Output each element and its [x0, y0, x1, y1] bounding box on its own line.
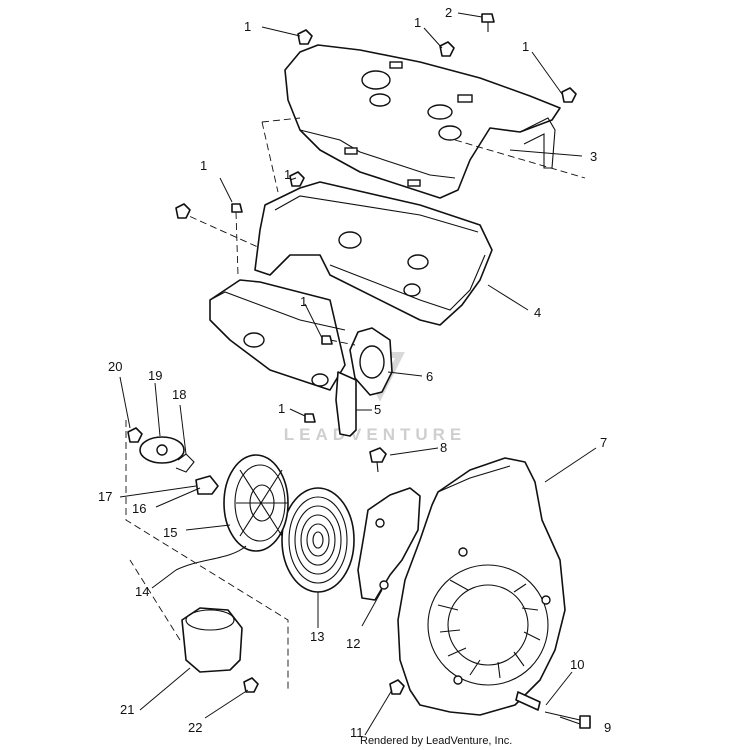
callout-4: 4	[534, 305, 541, 320]
credit-text: Rendered by LeadVenture, Inc.	[360, 735, 512, 747]
part-13-recoil-spring	[281, 487, 355, 593]
callout-12: 12	[346, 636, 360, 651]
part-16-pawl	[195, 475, 219, 495]
part-19-disc	[139, 436, 185, 464]
callout-1: 1	[414, 15, 421, 30]
callout-21: 21	[120, 702, 134, 717]
assembly-outline-2	[129, 559, 181, 641]
part-4-lower-shroud	[179, 181, 493, 391]
part-10-spacer	[515, 691, 541, 711]
callout-8: 8	[440, 440, 447, 455]
fastener-bolts	[175, 13, 577, 423]
part-8-bolt	[369, 447, 387, 473]
part-18-spring-clip	[175, 453, 195, 473]
callout-2: 2	[445, 5, 452, 20]
callout-1: 1	[522, 39, 529, 54]
callout-18: 18	[172, 387, 186, 402]
callout-7: 7	[600, 435, 607, 450]
assembly-outline	[125, 420, 289, 690]
part-3-top-cover	[261, 44, 586, 199]
watermark-text: LEADVENTURE	[284, 425, 467, 444]
callout-3: 3	[590, 149, 597, 164]
part-20-nut	[127, 427, 143, 443]
part-14-rope	[175, 545, 247, 571]
callout-20: 20	[108, 359, 122, 374]
part-22-bolt	[243, 677, 259, 693]
part-15-pulley	[223, 454, 289, 552]
part-21-starter-cup	[181, 607, 243, 673]
callout-16: 16	[132, 501, 146, 516]
callout-10: 10	[570, 657, 584, 672]
callout-1: 1	[284, 167, 291, 182]
leader-lines	[119, 12, 597, 736]
callout-17: 17	[98, 489, 112, 504]
callout-19: 19	[148, 368, 162, 383]
callout-5: 5	[374, 402, 381, 417]
callout-11: 11	[350, 725, 364, 740]
callout-13: 13	[310, 629, 324, 644]
callout-1: 1	[200, 158, 207, 173]
part-5-bracket	[335, 371, 357, 437]
callout-22: 22	[188, 720, 202, 735]
part-11-nut	[389, 679, 405, 695]
callout-15: 15	[163, 525, 177, 540]
part-6-gasket	[329, 327, 393, 396]
callout-6: 6	[426, 369, 433, 384]
callout-14: 14	[135, 584, 149, 599]
part-12-starter-bracket	[357, 487, 421, 601]
callout-1: 1	[244, 19, 251, 34]
part-7-fan-housing	[397, 457, 566, 716]
callout-1: 1	[278, 401, 285, 416]
callout-1: 1	[300, 294, 307, 309]
callout-9: 9	[604, 720, 611, 735]
